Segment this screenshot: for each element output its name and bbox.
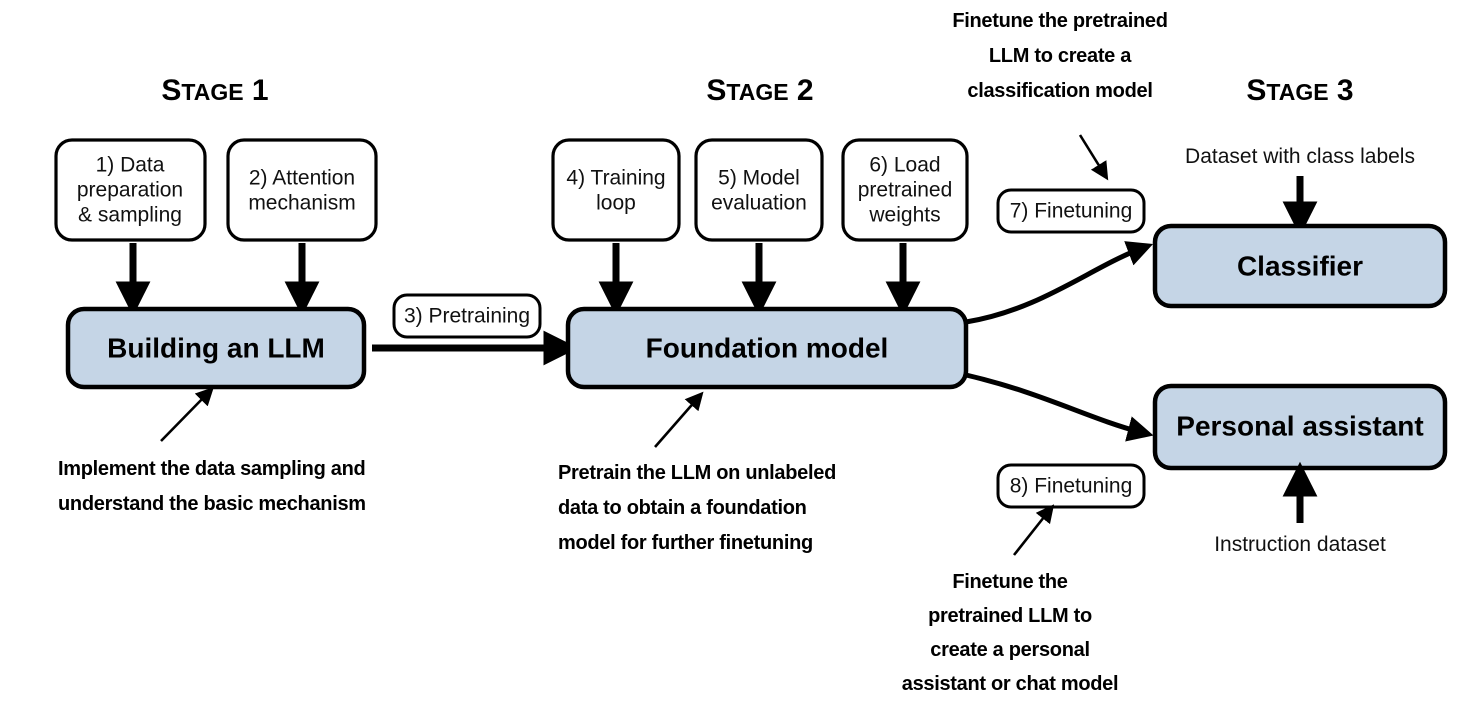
node-load-pretrained-weights[interactable]: 6) Load pretrained weights <box>841 138 969 242</box>
caption-classifier-line-2: LLM to create a <box>989 45 1132 67</box>
node-personal-assistant[interactable]: Personal assistant <box>1152 383 1448 471</box>
caption-stage2-line-2: data to obtain a foundation <box>558 497 807 519</box>
node-classifier-label: Classifier <box>1237 250 1363 281</box>
node-foundation-model-shape <box>565 306 969 390</box>
node-attention-mechanism-shape <box>226 138 378 242</box>
node-training-loop-line-1: 4) Training <box>566 167 665 190</box>
caption-stage1-line-1: Implement the data sampling and <box>58 458 365 480</box>
caption-assistant-line-2: pretrained LLM to <box>928 605 1092 627</box>
pointer-stage1-caption <box>160 386 214 442</box>
stage-title-2: STAGE 2 <box>706 74 813 107</box>
node-classifier[interactable]: Classifier <box>1152 223 1448 309</box>
pointer-stage2-caption <box>654 391 704 448</box>
caption-assistant-line-3: create a personal <box>930 639 1089 661</box>
arrow-foundation-to-classifier <box>965 241 1154 325</box>
node-training-loop-shape <box>551 138 681 242</box>
caption-stage2-line-1: Pretrain the LLM on unlabeled <box>558 462 836 484</box>
caption-stage2-line-3: model for further finetuning <box>558 532 813 554</box>
node-model-evaluation-line-1: 5) Model <box>718 167 800 190</box>
pill-finetuning-classifier-label: 7) Finetuning <box>1010 200 1133 223</box>
caption-stage1-line-2: understand the basic mechanism <box>58 493 366 515</box>
pointer-assistant-caption <box>1012 504 1055 556</box>
pill-pretraining-shape <box>392 293 542 339</box>
node-load-pretrained-weights-line-2: pretrained <box>858 179 953 202</box>
stage-title-1: STAGE 1 <box>161 74 268 107</box>
node-training-loop-line-2: loop <box>596 192 636 215</box>
node-building-an-llm-label: Building an LLM <box>107 332 325 363</box>
node-load-pretrained-weights-shape <box>841 138 969 242</box>
pointer-classifier-caption <box>1078 134 1109 181</box>
node-data-preparation-line-2: preparation <box>77 179 183 202</box>
node-model-evaluation-line-2: evaluation <box>711 192 807 215</box>
pill-finetuning-assistant[interactable]: 8) Finetuning <box>996 463 1146 509</box>
node-model-evaluation-shape <box>694 138 824 242</box>
node-load-pretrained-weights-line-3: weights <box>868 204 940 227</box>
node-personal-assistant-label: Personal assistant <box>1176 410 1423 441</box>
node-training-loop[interactable]: 4) Training loop <box>551 138 681 242</box>
node-data-preparation[interactable]: 1) Data preparation & sampling <box>54 138 207 242</box>
pill-finetuning-classifier[interactable]: 7) Finetuning <box>996 188 1146 234</box>
pill-finetuning-assistant-shape <box>996 463 1146 509</box>
stage-title-3: STAGE 3 <box>1246 74 1353 107</box>
arrow-foundation-to-assistant <box>965 372 1154 442</box>
node-attention-mechanism-line-1: 2) Attention <box>249 167 355 190</box>
node-attention-mechanism-line-2: mechanism <box>248 192 355 215</box>
caption-assistant-line-4: assistant or chat model <box>902 673 1119 695</box>
pill-pretraining[interactable]: 3) Pretraining <box>392 293 542 339</box>
node-building-an-llm[interactable]: Building an LLM <box>65 306 367 390</box>
label-instruction-dataset: Instruction dataset <box>1214 533 1386 556</box>
node-attention-mechanism[interactable]: 2) Attention mechanism <box>226 138 378 242</box>
caption-assistant-line-1: Finetune the <box>952 571 1067 593</box>
node-load-pretrained-weights-line-1: 6) Load <box>869 154 940 177</box>
node-data-preparation-shape <box>54 138 207 242</box>
node-model-evaluation[interactable]: 5) Model evaluation <box>694 138 824 242</box>
pill-finetuning-classifier-shape <box>996 188 1146 234</box>
pill-finetuning-assistant-label: 8) Finetuning <box>1010 475 1133 498</box>
node-foundation-model-label: Foundation model <box>646 332 889 363</box>
caption-classifier-line-1: Finetune the pretrained <box>952 10 1167 32</box>
caption-classifier-line-3: classification model <box>967 80 1152 102</box>
label-dataset-with-class-labels: Dataset with class labels <box>1185 145 1415 168</box>
node-building-an-llm-shape <box>65 306 367 390</box>
node-data-preparation-line-1: 1) Data <box>96 154 165 177</box>
node-foundation-model[interactable]: Foundation model <box>565 306 969 390</box>
node-data-preparation-line-3: & sampling <box>78 204 182 227</box>
node-classifier-shape <box>1152 223 1448 309</box>
pill-pretraining-label: 3) Pretraining <box>404 305 530 328</box>
